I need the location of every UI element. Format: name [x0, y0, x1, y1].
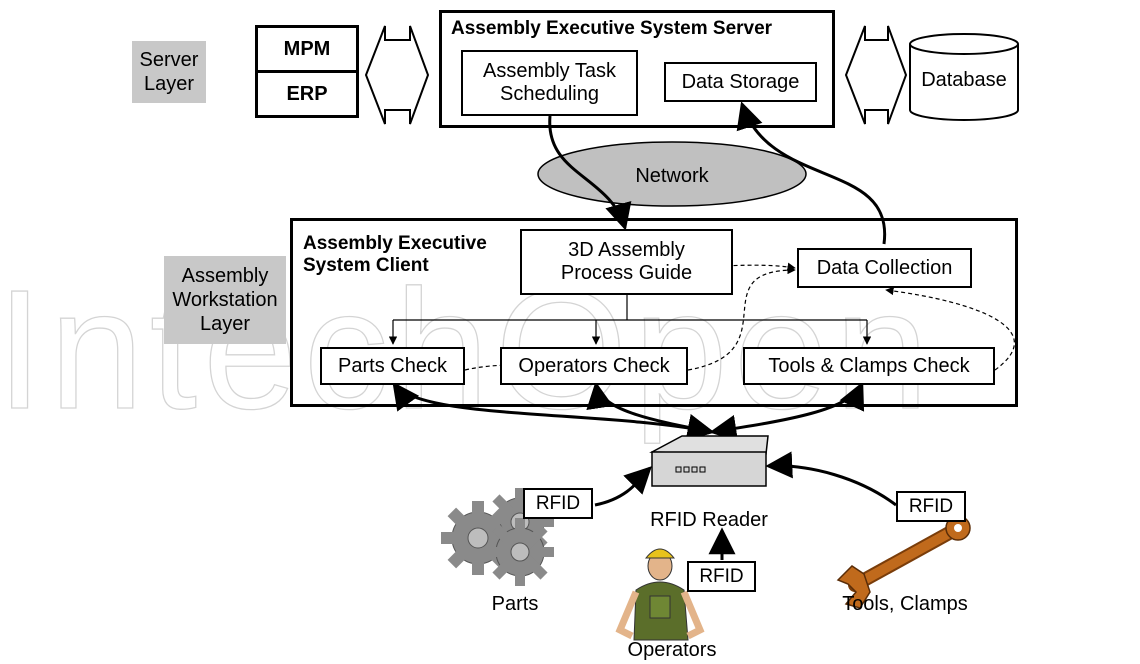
network-cloud [537, 141, 807, 207]
parts-check-box: Parts Check [320, 347, 465, 385]
database-cylinder [909, 33, 1019, 121]
parts-label: Parts [491, 593, 539, 615]
erp-box: ERP [255, 70, 359, 118]
operators-label: Operators [627, 639, 717, 661]
rfid-reader-label: RFID Reader [650, 509, 768, 531]
operators-check-box: Operators Check [500, 347, 688, 385]
collection-to-storage-link [736, 101, 887, 245]
wrench-icon [836, 515, 971, 609]
server-panel: Assembly Executive System Server [439, 10, 835, 128]
operator-figure-icon [615, 548, 705, 641]
double-arrow-left [364, 25, 430, 125]
mpm-box: MPM [255, 25, 359, 73]
rfid-tag-operators: RFID [687, 561, 756, 592]
data-storage-box: Data Storage [664, 62, 817, 102]
source-reader-links [594, 451, 897, 560]
rfid-tag-tools: RFID [896, 491, 966, 522]
process-guide-box: 3D Assembly Process Guide [520, 229, 733, 295]
rfid-tag-parts: RFID [523, 488, 593, 519]
scheduling-to-guide-link [548, 115, 632, 231]
double-arrow-right [844, 25, 908, 125]
network-label: Network [635, 165, 709, 187]
workstation-layer-label: Assembly Workstation Layer [164, 256, 286, 344]
database-label: Database [921, 69, 1007, 91]
task-scheduling-box: Assembly Task Scheduling [461, 50, 638, 116]
data-collection-box: Data Collection [797, 248, 972, 288]
guide-distribution-tree [388, 295, 872, 345]
gears-icon [441, 488, 554, 586]
tools-clamps-label: Tools, Clamps [842, 593, 968, 615]
server-title: Assembly Executive System Server [451, 18, 773, 39]
tools-check-box: Tools & Clamps Check [743, 347, 995, 385]
rfid-reader-device [649, 435, 769, 487]
client-panel: Assembly Executive System Client [290, 218, 1018, 407]
server-layer-label: Server Layer [132, 41, 206, 103]
reader-check-links [392, 381, 865, 442]
client-title: Assembly Executive System Client [303, 233, 487, 276]
